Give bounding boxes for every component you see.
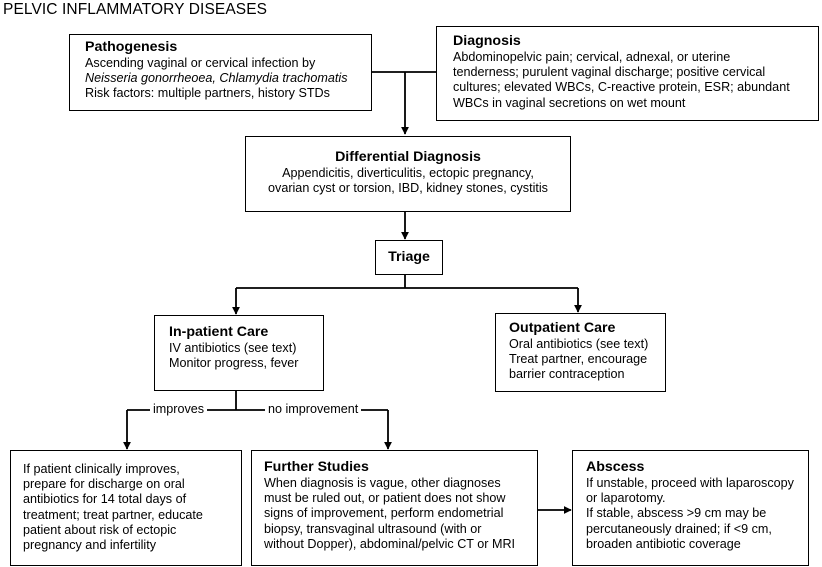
page-title: PELVIC INFLAMMATORY DISEASES — [3, 1, 268, 18]
discharge-line: prepare for discharge on oral — [23, 477, 185, 492]
abscess-line: broaden antibiotic coverage — [586, 536, 741, 551]
diagnosis-heading: Diagnosis — [453, 33, 521, 49]
abscess-box: Abscess If unstable, proceed with laparo… — [572, 450, 809, 566]
pathogenesis-risk-factors: Risk factors: multiple partners, history… — [85, 86, 330, 101]
differential-diagnosis-box: Differential Diagnosis Appendicitis, div… — [245, 136, 571, 212]
further-studies-line: biopsy, transvaginal ultrasound (with or — [264, 521, 482, 536]
further-studies-line: must be ruled out, or patient does not s… — [264, 491, 506, 506]
diagnosis-box: Diagnosis Abdominopelvic pain; cervical,… — [436, 26, 819, 121]
abscess-line: or laparotomy. — [586, 491, 666, 506]
discharge-line: pregnancy and infertility — [23, 538, 157, 553]
further-studies-line: signs of improvement, perform endometria… — [264, 506, 504, 521]
outpatient-care-box: Outpatient Care Oral antibiotics (see te… — [495, 313, 666, 392]
abscess-line: percutaneously drained; if <9 cm, — [586, 521, 772, 536]
outpatient-line: Treat partner, encourage — [509, 352, 648, 367]
differential-line: Appendicitis, diverticulitis, ectopic pr… — [282, 166, 534, 180]
label-improves: improves — [150, 402, 208, 416]
outpatient-heading: Outpatient Care — [509, 320, 616, 336]
label-no-improvement: no improvement — [265, 402, 362, 416]
outpatient-line: barrier contraception — [509, 367, 625, 382]
inpatient-care-box: In-patient Care IV antibiotics (see text… — [154, 315, 324, 391]
inpatient-heading: In-patient Care — [169, 324, 269, 340]
outpatient-line: Oral antibiotics (see text) — [509, 337, 649, 351]
abscess-heading: Abscess — [586, 459, 645, 475]
discharge-line: patient about risk of ectopic — [23, 522, 177, 537]
discharge-line: treatment; treat partner, educate — [23, 507, 203, 522]
discharge-plan-box: If patient clinically improves, prepare … — [10, 450, 242, 566]
pathogenesis-heading: Pathogenesis — [85, 39, 178, 55]
triage-heading: Triage — [388, 249, 430, 265]
diagnosis-line: Abdominopelvic pain; cervical, adnexal, … — [453, 50, 731, 64]
differential-heading: Differential Diagnosis — [335, 149, 481, 165]
diagnosis-line: WBCs in vaginal secretions on wet mount — [453, 95, 686, 110]
pathogenesis-box: Pathogenesis Ascending vaginal or cervic… — [69, 34, 372, 111]
discharge-line: If patient clinically improves, — [23, 462, 180, 476]
abscess-line: If stable, abscess >9 cm may be — [586, 506, 767, 521]
triage-box: Triage — [375, 240, 443, 275]
further-studies-line: without Dopper), abdominal/pelvic CT or … — [264, 536, 516, 551]
pathogenesis-organisms: Neisseria gonorrheoea, Chlamydia trachom… — [85, 71, 348, 86]
inpatient-line: Monitor progress, fever — [169, 356, 299, 371]
abscess-line: If unstable, proceed with laparoscopy — [586, 476, 794, 490]
further-studies-heading: Further Studies — [264, 459, 369, 475]
further-studies-box: Further Studies When diagnosis is vague,… — [251, 450, 538, 566]
inpatient-line: IV antibiotics (see text) — [169, 341, 297, 355]
pathogenesis-line: Ascending vaginal or cervical infection … — [85, 56, 316, 70]
differential-line: ovarian cyst or torsion, IBD, kidney sto… — [268, 181, 548, 196]
diagnosis-line: cultures; elevated WBCs, C-reactive prot… — [453, 80, 790, 95]
diagnosis-line: tenderness; purulent vaginal discharge; … — [453, 65, 766, 80]
further-studies-line: When diagnosis is vague, other diagnoses — [264, 476, 501, 490]
discharge-line: antibiotics for 14 total days of — [23, 492, 187, 507]
